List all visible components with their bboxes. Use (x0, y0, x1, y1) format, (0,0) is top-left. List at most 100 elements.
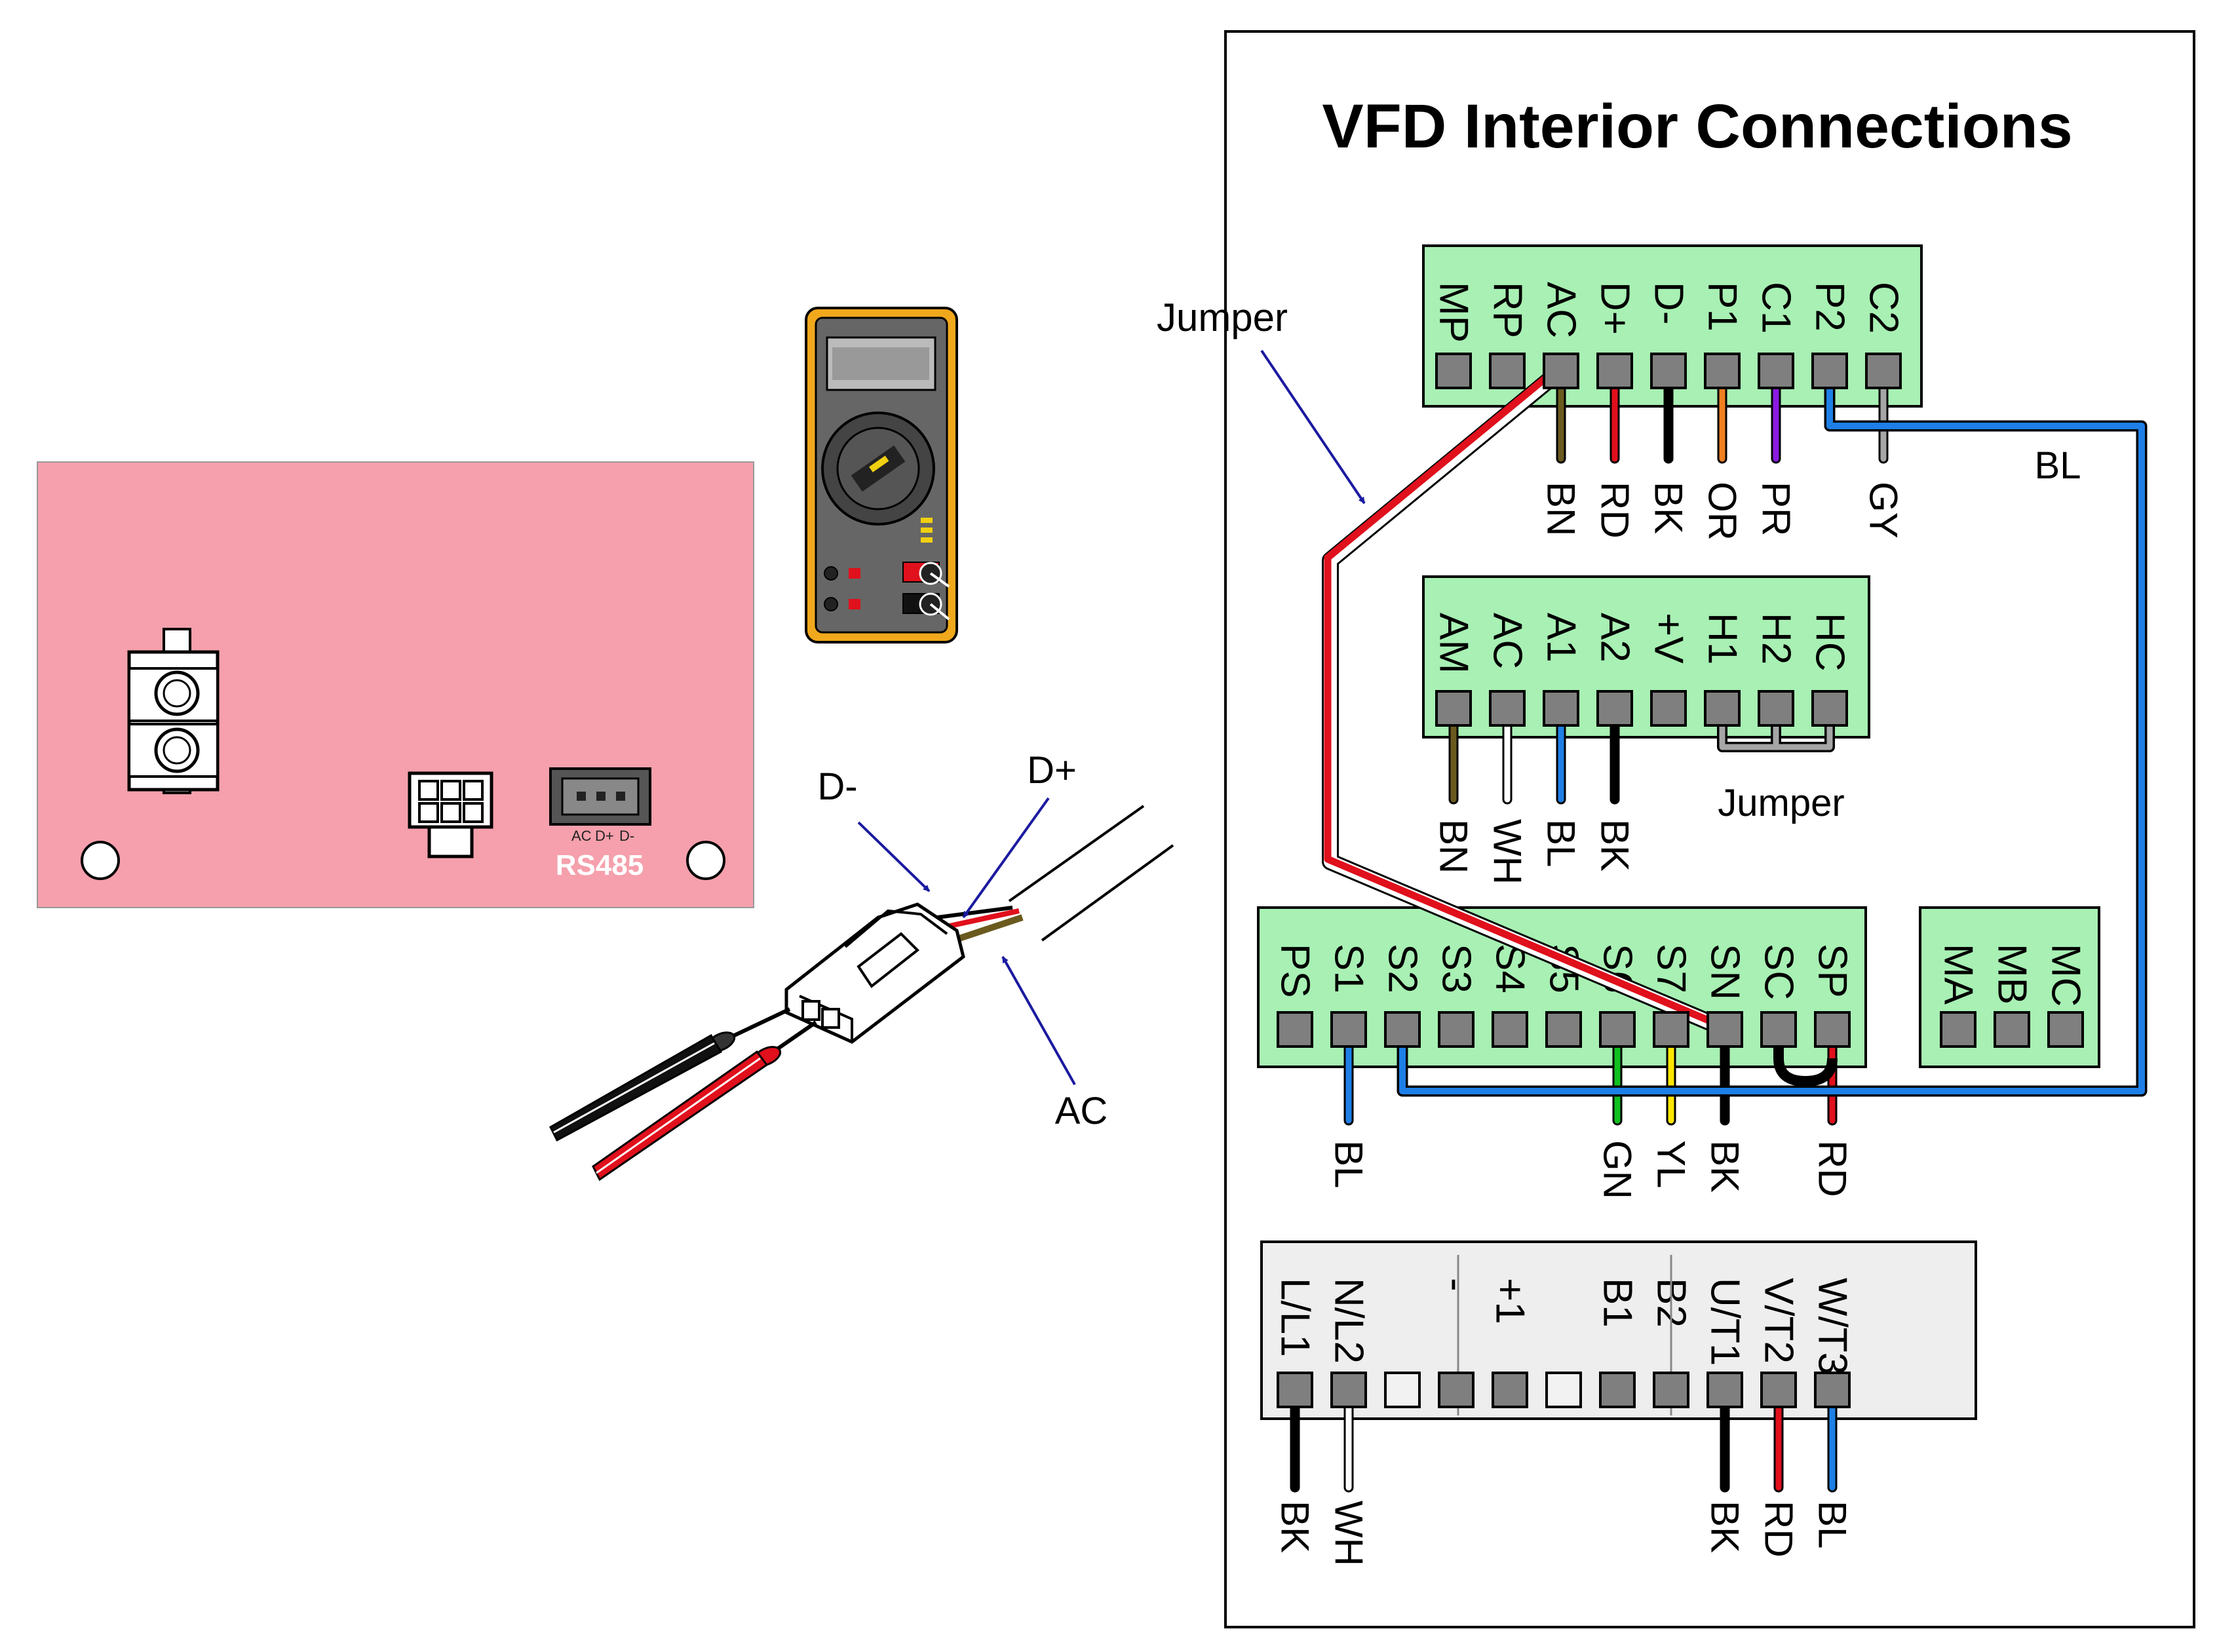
rs485-connector: AC D+ D- RS485 (549, 767, 651, 881)
pwr-terminal-label-b1: B1 (1595, 1278, 1640, 1328)
power-wire-label-bk: BK (1703, 1501, 1747, 1553)
mid-terminal-label-am: AM (1431, 613, 1476, 674)
top-wire-label-pr: PR (1754, 482, 1798, 536)
pwr-terminal-minus-3 (1438, 1372, 1475, 1408)
bot-terminal-s3-3 (1438, 1011, 1475, 1048)
top-terminal-label-p2: P2 (1807, 282, 1853, 332)
blue-loop-wire (1399, 370, 2145, 1094)
rs485-cable-assembly: D- D+ AC (549, 749, 1174, 1181)
mount-hole-left (81, 841, 120, 880)
bot-terminal-label-sn: SN (1703, 944, 1748, 1000)
bot-terminal-ps-0 (1277, 1011, 1313, 1048)
rs485-label: RS485 (556, 849, 644, 881)
mid-terminal-h1-5 (1704, 690, 1741, 727)
mid-terminal-label-a1: A1 (1539, 613, 1584, 663)
mount-hole-right (686, 841, 725, 880)
bot-terminal-label-s1: S1 (1326, 944, 1372, 993)
mid-wire-label-bl: BL (1539, 819, 1583, 867)
top-wire-label-gy: GY (1862, 482, 1906, 539)
bot-terminal-label-sc: SC (1756, 944, 1802, 1000)
mid-wire-label-bn: BN (1432, 819, 1476, 874)
rs485-port-label-dminus: D- (619, 828, 634, 844)
top-terminal-label-rp: RP (1485, 282, 1530, 338)
top-terminal-label-ac: AC (1539, 282, 1584, 338)
callout-dminus: D- (817, 765, 857, 808)
control-board: AC D+ D- RS485 (37, 461, 754, 908)
red-jumper-wire (1324, 364, 1724, 1030)
top-terminal-rp-1 (1489, 353, 1526, 389)
mid-terminal-v-4 (1650, 690, 1687, 727)
callout-dplus: D+ (1027, 749, 1077, 792)
bot-terminal-s2-2 (1384, 1011, 1421, 1048)
bot-terminal-s6-6 (1599, 1011, 1636, 1048)
top-wire-label-rd: RD (1593, 482, 1637, 539)
bot-terminal-label-sp: SP (1810, 944, 1855, 998)
top-terminal-label-d: D+ (1592, 282, 1638, 335)
pwr-terminal-label-n-l2: N/L2 (1326, 1278, 1372, 1364)
bot-terminal-s1-1 (1330, 1011, 1367, 1048)
terminal-squares (1277, 353, 2084, 1408)
diagram-title: VFD Interior Connections (1322, 92, 2072, 161)
top-terminal-label-mp: MP (1431, 282, 1476, 343)
bot-terminal-label-ps: PS (1273, 944, 1318, 998)
jumper-callout-label: Jumper (1157, 296, 1288, 339)
mid-terminal-ac-1 (1489, 690, 1526, 727)
bot-terminal-label-s2: S2 (1380, 944, 1425, 993)
bottom-wire-label-yl: YL (1649, 1140, 1693, 1188)
mid-terminal-label-hc: HC (1807, 613, 1853, 672)
power-wire-label-bk: BK (1273, 1501, 1317, 1553)
multimeter (805, 307, 958, 644)
mid-wire-label-bk: BK (1593, 819, 1637, 872)
rel-terminal-ma-0 (1940, 1011, 1976, 1048)
pwr-terminal-b1-6 (1599, 1372, 1636, 1408)
top-terminal-c1-6 (1758, 353, 1794, 389)
bot-terminal-label-s3: S3 (1434, 944, 1479, 993)
pwr-terminal-label-w-t3: W/T3 (1810, 1278, 1855, 1375)
power-wire-label-bl: BL (1811, 1501, 1855, 1548)
bot-terminal-sc-9 (1760, 1011, 1797, 1048)
bottom-wire-label-bk: BK (1703, 1140, 1747, 1193)
pwr-terminal-n-l2-1 (1330, 1372, 1367, 1408)
pwr-terminal-blank-5 (1545, 1372, 1582, 1408)
mid-terminal-label-a2: A2 (1592, 613, 1638, 663)
six-pin-connector (408, 771, 493, 858)
pwr-terminal-v-t2-9 (1760, 1372, 1797, 1408)
mid-terminal-am-0 (1435, 690, 1472, 727)
mid-wire-label-wh: WH (1486, 819, 1530, 885)
power-wire-label-wh: WH (1327, 1501, 1371, 1566)
pwr-terminal-label-1: +1 (1488, 1278, 1533, 1324)
bot-terminal-s4-4 (1492, 1011, 1528, 1048)
mid-terminal-label-ac: AC (1485, 613, 1530, 669)
bl-loop-label: BL (2035, 444, 2081, 487)
top-wire-label-bn: BN (1539, 482, 1583, 536)
bot-terminal-s7-7 (1653, 1011, 1689, 1048)
top-terminal-mp-0 (1435, 353, 1472, 389)
mid-jumper-label: Jumper (1718, 782, 1844, 824)
top-terminal-label-d: D- (1646, 282, 1691, 324)
bottom-wire-label-bl: BL (1327, 1140, 1371, 1188)
mid-terminal-hc-7 (1811, 690, 1848, 727)
top-terminal-ac-2 (1543, 353, 1579, 389)
bot-terminal-s5-5 (1545, 1011, 1582, 1048)
rel-terminal-label-mb: MB (1990, 944, 2035, 1005)
pwr-terminal-blank-2 (1384, 1372, 1421, 1408)
pwr-terminal-label-v-t2: V/T2 (1756, 1278, 1802, 1364)
pwr-terminal-w-t3-10 (1814, 1372, 1851, 1408)
top-terminal-label-p1: P1 (1700, 282, 1745, 332)
rel-terminal-label-ma: MA (1936, 944, 1981, 1005)
power-connector (127, 628, 220, 794)
mid-terminal-h2-6 (1758, 690, 1794, 727)
bottom-wire-label-rd: RD (1811, 1140, 1855, 1197)
mid-terminal-label-v: +V (1646, 613, 1691, 664)
rel-terminal-mb-1 (1994, 1011, 2030, 1048)
top-terminal-p1-5 (1704, 353, 1741, 389)
pwr-terminal-label-u-t1: U/T1 (1703, 1278, 1748, 1366)
pwr-terminal-u-t1-8 (1706, 1372, 1743, 1408)
top-terminal-label-c2: C2 (1861, 282, 1906, 334)
bottom-wire-label-gn: GN (1596, 1140, 1640, 1199)
rs485-port-label-ac: AC (571, 828, 592, 844)
pwr-terminal-1-4 (1492, 1372, 1528, 1408)
top-terminal-d-4 (1650, 353, 1687, 389)
